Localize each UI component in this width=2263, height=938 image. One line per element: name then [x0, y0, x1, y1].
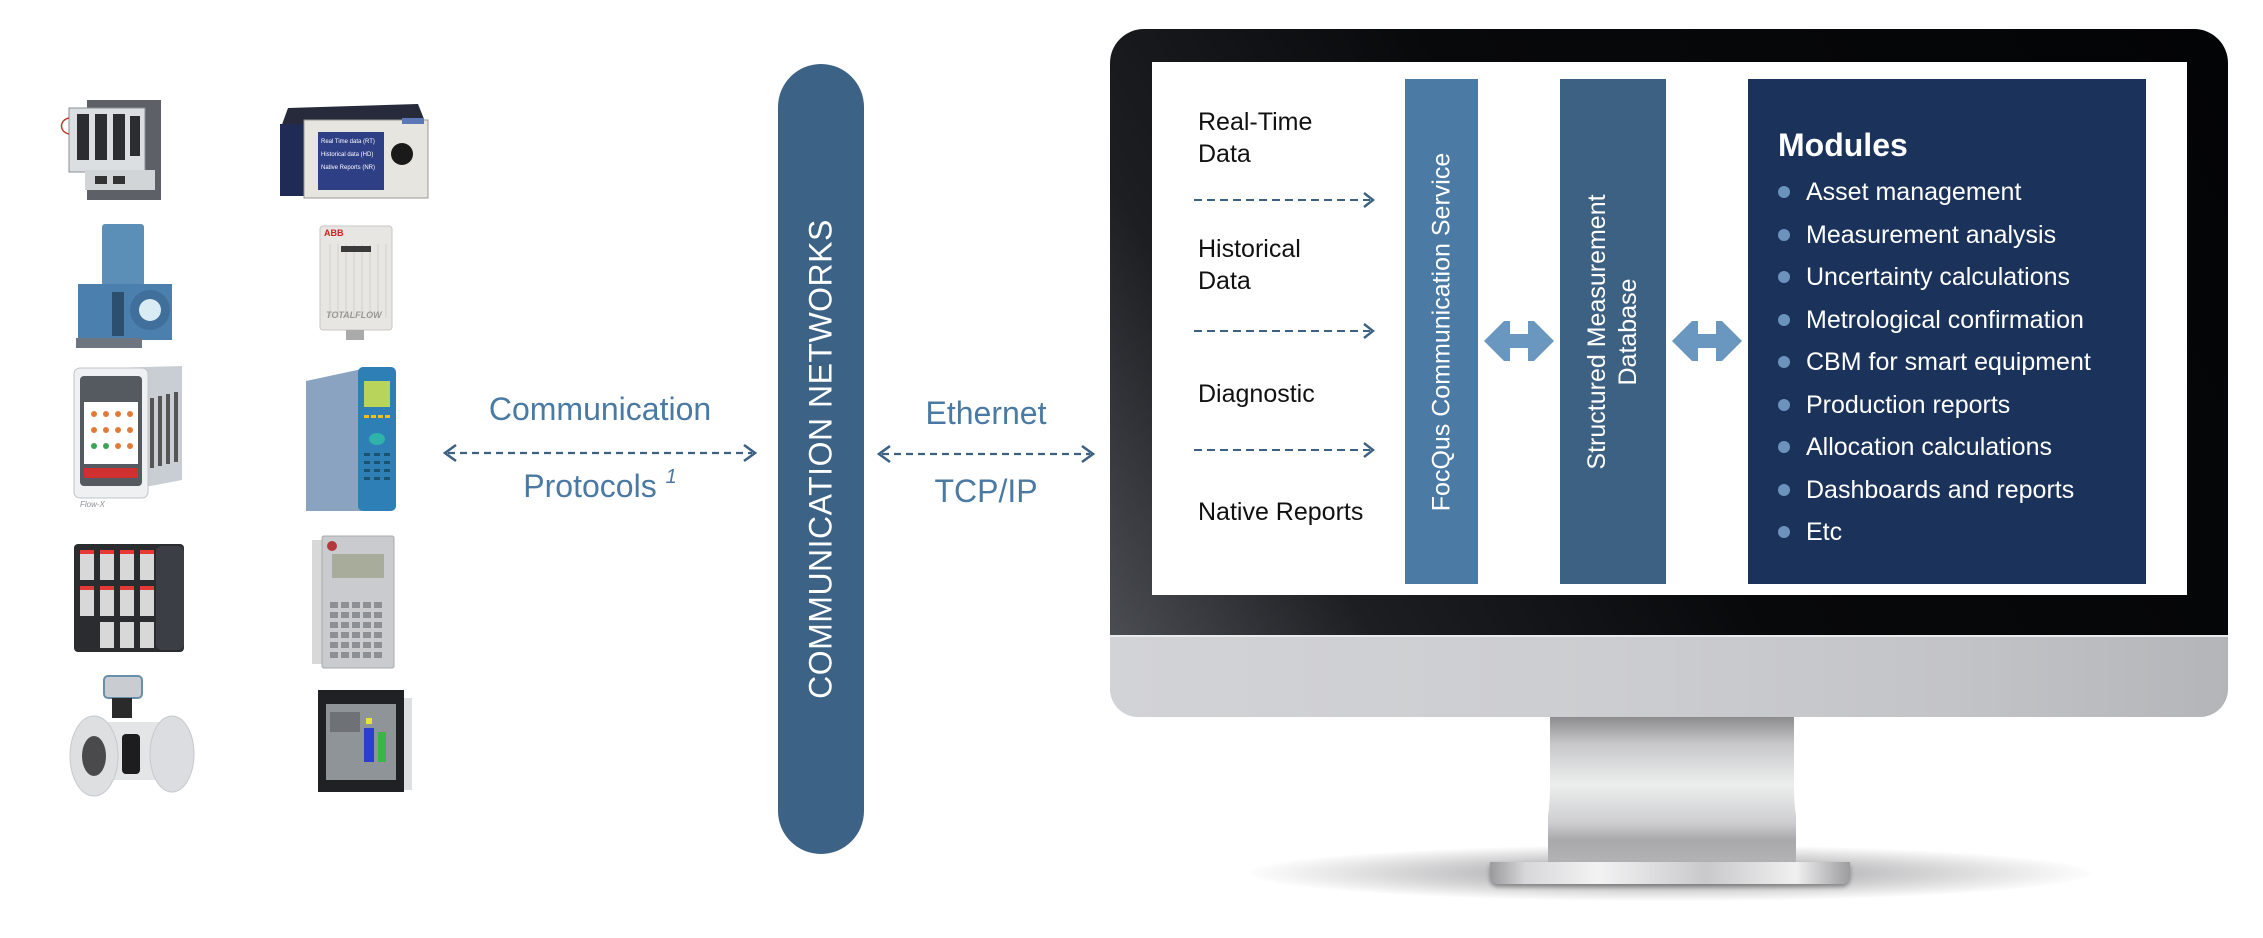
- input-label-native-reports: Native Reports: [1198, 498, 1364, 526]
- database-label-line-1: Structured Measurement: [1583, 193, 1611, 470]
- device-screen-line-2: Historical data (HD): [321, 152, 374, 158]
- module-item: Dashboards and reports: [1776, 469, 2091, 512]
- module-item-label: CBM for smart equipment: [1806, 348, 2091, 376]
- device-touch-panel-hmi: [318, 690, 412, 792]
- communication-networks-label: COMMUNICATION NETWORKS: [802, 219, 839, 699]
- totalflow-logo: TOTALFLOW: [326, 310, 383, 320]
- device-gas-chromatograph: [76, 224, 172, 348]
- protocols-label: Protocols 1: [440, 466, 760, 505]
- communication-networks-pill: COMMUNICATION NETWORKS: [778, 64, 864, 854]
- module-item: Allocation calculations: [1776, 426, 2091, 469]
- monitor-stand-neck: [1548, 717, 1796, 867]
- module-item-label: Etc: [1806, 518, 1843, 546]
- ethernet-label: Ethernet: [925, 395, 1047, 431]
- module-item: Measurement analysis: [1776, 214, 2091, 257]
- bullet-icon: [1778, 186, 1790, 199]
- monitor-stand-foot: [1490, 862, 1850, 884]
- device-totalflow-unit: ABB TOTALFLOW: [319, 225, 393, 340]
- device-keypad-flow-computer: [312, 535, 395, 669]
- dashed-arrow-right-icon: [1194, 323, 1375, 339]
- module-item-label: Uncertainty calculations: [1806, 263, 2071, 291]
- module-item-label: Allocation calculations: [1806, 433, 2052, 461]
- bidirectional-dashed-arrow-protocols: [442, 443, 758, 463]
- device-blue-panel-computer: [306, 367, 396, 511]
- tcp-ip-label: TCP/IP: [934, 473, 1038, 509]
- module-item: Etc: [1776, 511, 2091, 554]
- bullet-icon: [1778, 526, 1790, 539]
- input-label-real-time-data: Real-Time Data: [1198, 108, 1313, 168]
- communication-service-column: FocQus Communication Service: [1405, 79, 1478, 584]
- module-item: Metrological confirmation: [1776, 299, 2091, 342]
- communication-service-label: FocQus Communication Service: [1427, 152, 1455, 511]
- device-modular-flow-computer: [60, 100, 161, 200]
- module-item-label: Dashboards and reports: [1806, 475, 2075, 504]
- bidirectional-dashed-arrow-ethernet: [876, 444, 1096, 464]
- bullet-icon: [1778, 483, 1790, 496]
- dashed-arrow-right-icon: [1194, 192, 1375, 208]
- device-flow-x-computer: Flow-X: [73, 366, 182, 509]
- device-rack-flow-computer: [280, 104, 429, 199]
- bullet-icon: [1778, 228, 1790, 241]
- flow-x-logo: Flow-X: [80, 500, 106, 509]
- module-item: Asset management: [1776, 171, 2091, 214]
- module-item: CBM for smart equipment: [1776, 341, 2091, 384]
- device-screen-line-3: Native Reports (NR): [321, 165, 376, 171]
- modules-title: Modules: [1778, 127, 1908, 163]
- bullet-icon: [1778, 441, 1790, 454]
- monitor-chin: [1110, 635, 2228, 717]
- measurement-database-label: Structured Measurement Database: [1582, 194, 1644, 469]
- bullet-icon: [1778, 356, 1790, 369]
- input-label-diagnostic: Diagnostic: [1198, 380, 1315, 408]
- abb-logo: ABB: [324, 228, 344, 238]
- module-item-label: Measurement analysis: [1806, 220, 2057, 249]
- device-screen-line-1: Real Time data (RT): [321, 139, 375, 145]
- device-ultrasonic-meter: [69, 675, 195, 797]
- protocols-footnote: 1: [665, 466, 677, 488]
- input-label-historical-data: Historical Data: [1198, 235, 1301, 295]
- module-item: Production reports: [1776, 384, 2091, 427]
- protocols-text: Protocols: [523, 468, 657, 504]
- module-item-label: Asset management: [1806, 178, 2022, 206]
- module-item-label: Metrological confirmation: [1806, 305, 2084, 334]
- double-arrow-icon: [1484, 321, 1554, 361]
- measurement-database-column: Structured Measurement Database: [1560, 79, 1666, 584]
- dashed-arrow-right-icon: [1194, 442, 1375, 458]
- bullet-icon: [1778, 313, 1790, 326]
- double-arrow-icon: [1672, 321, 1742, 361]
- module-item-label: Production reports: [1806, 390, 2011, 419]
- device-io-module-rack: [74, 544, 184, 652]
- bullet-icon: [1778, 398, 1790, 411]
- module-item: Uncertainty calculations: [1776, 256, 2091, 299]
- bullet-icon: [1778, 271, 1790, 284]
- communication-label: Communication: [488, 391, 712, 427]
- database-label-line-2: Database: [1614, 277, 1642, 386]
